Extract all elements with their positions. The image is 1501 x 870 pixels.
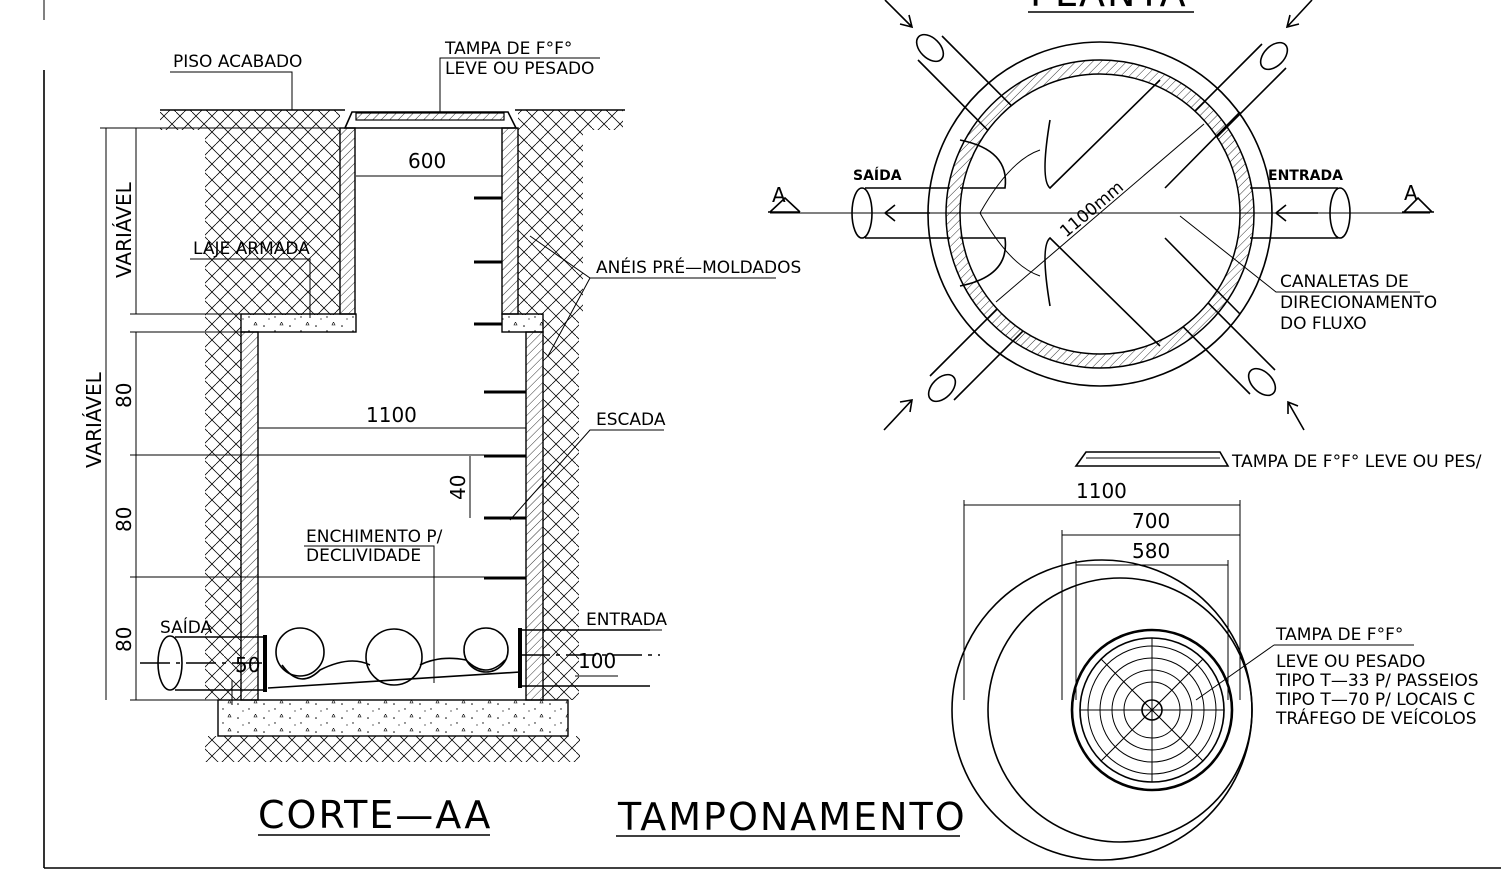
- dim-100: 100: [578, 649, 616, 673]
- section-mark-left: A: [768, 183, 801, 213]
- label-laje-armada: LAJE ARMADA: [193, 239, 310, 259]
- dim-80-c: 80: [112, 627, 136, 652]
- slab-left: [240, 313, 357, 333]
- label-enchimento-line2: DECLIVIDADE: [306, 546, 421, 566]
- tampa-frame: [1070, 628, 1234, 792]
- note-line4: TIPO T—70 P/ LOCAIS C: [1275, 690, 1475, 710]
- soil-top-left: [160, 110, 340, 130]
- ladder-rungs: [474, 196, 526, 580]
- note-line5: TRÁFEGO DE VEÍCOLOS: [1275, 707, 1477, 729]
- sheet-border: [43, 0, 1501, 869]
- title-corte-aa: CORTE—AA: [258, 793, 492, 837]
- dim-1100-tampa: 1100: [1076, 479, 1127, 503]
- label-saida-plan: SAÍDA: [853, 167, 902, 184]
- dim-80-a: 80: [112, 383, 136, 408]
- note-line2: LEVE OU PESADO: [1276, 652, 1425, 672]
- soil-top-right: [518, 110, 623, 130]
- plan-inlet-pipe: [1250, 187, 1338, 239]
- label-saida-section: SAÍDA: [160, 616, 213, 638]
- plan-view: PLANTA: [768, 0, 1437, 431]
- soil-left-upper: [205, 130, 340, 315]
- dim-variavel-upper: VARIÁVEL: [112, 181, 136, 278]
- section-corte-aa: 600 1100 40 VARIÁVEL VARIÁVEL 80 80 80 5…: [82, 39, 801, 837]
- soil-right-upper: [518, 130, 583, 315]
- label-aneis: ANÉIS PRÉ—MOLDADOS: [596, 256, 801, 278]
- title-tamponamento: TAMPONAMENTO: [617, 795, 967, 839]
- outlet-pipe: [175, 636, 265, 691]
- label-tampa-line1: TAMPA DE F°F°: [444, 39, 572, 59]
- label-entrada-plan: ENTRADA: [1268, 168, 1343, 184]
- upper-ring-left: [339, 127, 356, 315]
- note-line1: TAMPA DE F°F°: [1275, 625, 1403, 645]
- dim-variavel-outer: VARIÁVEL: [82, 371, 106, 468]
- lower-ring-left: [240, 331, 259, 701]
- dim-1100: 1100: [366, 403, 417, 427]
- plan-outer-circle: [927, 41, 1273, 387]
- label-escada: ESCADA: [596, 410, 666, 430]
- tamponamento-detail: TAMPA DE F°F° LEVE OU PES/ 1100 700 580 …: [616, 451, 1482, 861]
- dim-700-tampa: 700: [1132, 509, 1170, 533]
- cover-frame: [343, 111, 518, 129]
- plan-outlet-pipe: [865, 187, 950, 239]
- dim-50: 50: [235, 653, 260, 677]
- label-piso-acabado: PISO ACABADO: [173, 52, 302, 72]
- label-tampa-line2: LEVE OU PESADO: [445, 59, 594, 79]
- cover-profile: [1074, 451, 1230, 467]
- note-line3: TIPO T—33 P/ PASSEIOS: [1275, 671, 1479, 691]
- label-canaletas-line3: DO FLUXO: [1280, 314, 1367, 334]
- label-canaletas-line1: CANALETAS DE: [1280, 272, 1409, 292]
- lower-ring-right: [525, 331, 544, 701]
- label-canaletas-line2: DIRECIONAMENTO: [1280, 293, 1437, 313]
- dim-580-tampa: 580: [1132, 539, 1170, 563]
- flow-arrows: [883, 0, 1318, 431]
- soil-right-lower: [543, 315, 579, 700]
- dim-40: 40: [446, 475, 470, 500]
- dim-80-b: 80: [112, 507, 136, 532]
- upper-ring-right: [501, 127, 519, 315]
- svg-text:A: A: [1404, 181, 1418, 205]
- soil-bottom: [205, 736, 580, 762]
- soil-left-lower: [205, 315, 241, 700]
- label-tampa-header: TAMPA DE F°F° LEVE OU PES/: [1231, 452, 1482, 472]
- base-slab: [217, 699, 569, 737]
- label-enchimento-line1: ENCHIMENTO P/: [306, 527, 443, 547]
- slab-right: [501, 313, 544, 333]
- section-mark-right: A: [1402, 181, 1434, 213]
- label-entrada-section: ENTRADA: [586, 610, 667, 630]
- dim-600: 600: [408, 149, 446, 173]
